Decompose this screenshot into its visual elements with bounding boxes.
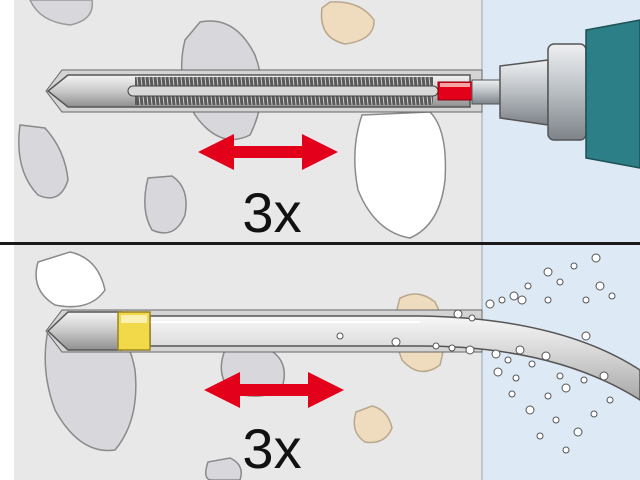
pebble	[354, 111, 447, 239]
brush-collar-highlight	[440, 83, 470, 87]
brush-core	[127, 85, 439, 97]
dust-particle	[528, 360, 536, 368]
dust-particle	[581, 331, 591, 341]
dust-particle	[606, 396, 614, 404]
dust-particle	[517, 295, 527, 305]
dust-particle	[524, 282, 532, 290]
dust-particle	[491, 349, 501, 359]
pebble	[18, 124, 69, 199]
pebble	[144, 175, 187, 234]
drill-adapter	[471, 79, 503, 105]
dust-particle	[432, 342, 440, 350]
dust-particle	[493, 367, 503, 377]
dust-particle	[336, 332, 344, 340]
dust-particle	[504, 356, 512, 364]
drill-collar	[547, 43, 587, 141]
dust-particle	[498, 296, 506, 304]
dust-particle	[541, 351, 551, 361]
dust-particle	[544, 392, 552, 400]
dust-particle	[591, 253, 601, 263]
dust-particle	[453, 309, 463, 319]
dust-particle	[562, 446, 570, 454]
pebble	[353, 405, 393, 444]
dust-particle	[561, 383, 571, 393]
dust-particle	[468, 314, 476, 322]
dust-particle	[509, 291, 519, 301]
pebble	[205, 457, 242, 480]
pebble	[35, 251, 106, 308]
dust-particle	[552, 416, 560, 424]
dust-particle	[391, 337, 401, 347]
dust-particle	[556, 372, 564, 380]
dust-particle	[448, 344, 456, 352]
drill	[471, 19, 640, 169]
blow-out-tube	[149, 315, 640, 401]
dust-particles	[336, 253, 616, 454]
dust-particle	[536, 432, 544, 440]
dust-particle	[508, 390, 516, 398]
panel-divider	[0, 242, 640, 245]
dust-particle	[595, 281, 605, 291]
drill-chuck	[499, 59, 549, 126]
tube-tip	[46, 311, 123, 351]
dust-particle	[608, 292, 616, 300]
dust-particle	[515, 345, 525, 355]
dust-particle	[599, 371, 609, 381]
dust-particle	[582, 296, 590, 304]
dust-particle	[512, 374, 520, 382]
dust-particle	[485, 299, 495, 309]
dust-particle	[580, 376, 588, 384]
pebble	[29, 0, 94, 26]
dust-particle	[573, 427, 583, 437]
drill-body	[585, 19, 640, 169]
dust-particle	[544, 296, 552, 304]
dust-particle	[590, 410, 598, 418]
dust-particle	[556, 278, 564, 286]
dust-particle	[543, 267, 553, 277]
repeat-count-label: 3x	[242, 181, 301, 244]
pebble	[320, 1, 375, 45]
dust-particle	[465, 345, 475, 355]
step-1-panel: 3x	[14, 0, 640, 244]
step-2-panel: 3x	[14, 245, 640, 480]
tube-nozzle-highlight	[121, 315, 147, 323]
dust-particle	[570, 262, 578, 270]
repeat-count-label: 3x	[242, 417, 301, 480]
dust-particle	[525, 405, 535, 415]
